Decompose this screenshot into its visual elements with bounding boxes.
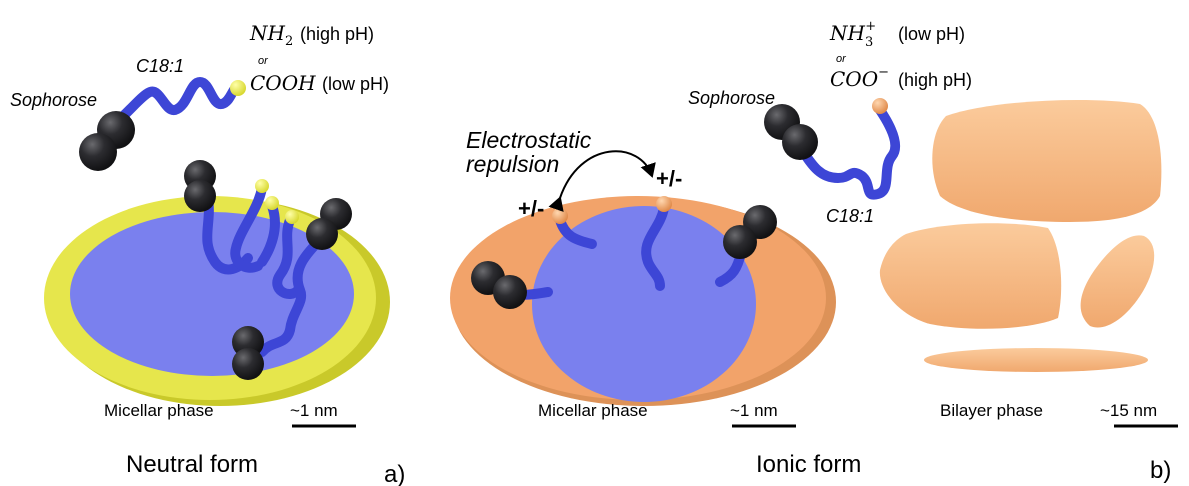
bilayer-phase-label: Bilayer phase bbox=[940, 401, 1043, 420]
ionic-micelle-core bbox=[532, 206, 756, 402]
neutral-form-label: Neutral form bbox=[126, 451, 258, 478]
ionic-form-label: Ionic form bbox=[756, 451, 861, 478]
neutral-chem2: COOH bbox=[250, 71, 316, 95]
ionic-chem1-cond: (low pH) bbox=[898, 24, 965, 44]
neutral-micelle-heads bbox=[184, 160, 352, 380]
ionic-chain-label: C18:1 bbox=[826, 206, 874, 226]
neutral-free-molecule bbox=[79, 76, 246, 171]
bilayer-scale-label: ~15 nm bbox=[1100, 401, 1157, 420]
neutral-micelle-chains bbox=[202, 183, 325, 357]
ionic-panel: Electrostatic repulsion +/- +/- NH3+ (lo… bbox=[450, 19, 1178, 484]
charge-left: +/- bbox=[518, 196, 544, 221]
ionic-head-label: Sophorose bbox=[688, 88, 775, 108]
panel-b-label: b) bbox=[1150, 457, 1171, 484]
bilayer-sheet-top bbox=[932, 100, 1162, 222]
repulsion-line1: Electrostatic bbox=[466, 127, 592, 153]
ionic-chem1: NH3+ bbox=[829, 19, 876, 50]
ionic-phase-label: Micellar phase bbox=[538, 401, 648, 420]
ionic-free-tip bbox=[872, 98, 888, 114]
ionic-chem2-cond: (high pH) bbox=[898, 70, 972, 90]
repulsion-line2: repulsion bbox=[466, 151, 559, 177]
neutral-panel: NH2 (high pH) or COOH (low pH) C18:1 Sop… bbox=[10, 21, 405, 486]
neutral-or: or bbox=[258, 55, 269, 67]
neutral-micelle-tips bbox=[255, 179, 299, 224]
neutral-chain-label: C18:1 bbox=[136, 56, 184, 76]
bilayer-sheet-flat bbox=[924, 348, 1148, 372]
ionic-free-molecule bbox=[764, 98, 901, 200]
ionic-scale-label: ~1 nm bbox=[730, 401, 778, 420]
bilayer-fragments bbox=[879, 100, 1162, 372]
ionic-chem2: COO− bbox=[830, 65, 889, 91]
ionic-micelle-tips bbox=[552, 196, 672, 224]
ionic-micelle-heads bbox=[471, 205, 777, 309]
bilayer-sheet-edge bbox=[1080, 235, 1155, 328]
ionic-or: or bbox=[836, 53, 847, 65]
neutral-chem1: NH2 bbox=[249, 21, 293, 49]
bilayer-sheet-left bbox=[879, 223, 1062, 329]
charge-right: +/- bbox=[656, 166, 682, 191]
neutral-scale-label: ~1 nm bbox=[290, 401, 338, 420]
panel-a-label: a) bbox=[384, 461, 405, 486]
neutral-phase-label: Micellar phase bbox=[104, 401, 214, 420]
repulsion-arrow bbox=[548, 150, 656, 212]
neutral-head-label: Sophorose bbox=[10, 90, 97, 110]
neutral-chem1-cond: (high pH) bbox=[300, 24, 374, 44]
neutral-chem2-cond: (low pH) bbox=[322, 74, 389, 94]
neutral-free-tip bbox=[230, 80, 246, 96]
